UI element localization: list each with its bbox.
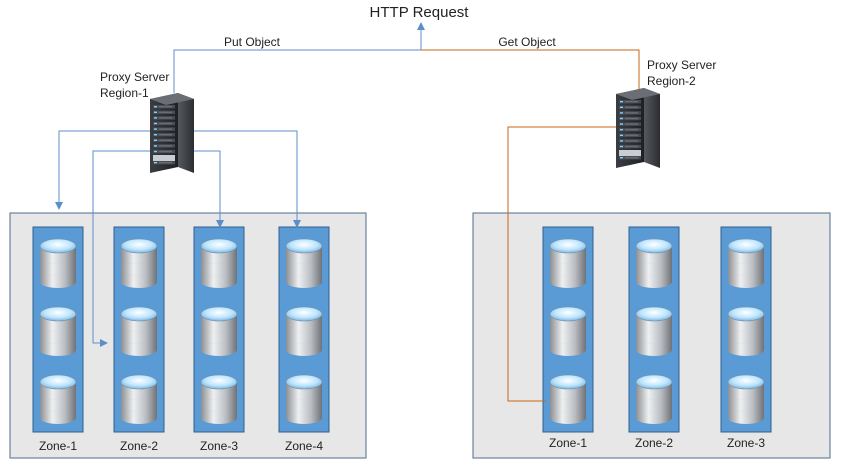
proxy-server-1-icon [150,93,194,173]
storage-disk-icon [285,306,323,356]
put-line-zone-1 [55,130,152,210]
storage-disk-icon [39,238,77,288]
put-object-paths [55,22,425,347]
storage-disk-icon [285,374,323,424]
storage-disk-icon [727,306,765,356]
storage-disk-icon [635,238,673,288]
storage-disk-icon [285,238,323,288]
proxy-1-label-line1: Proxy Server [100,70,169,84]
put-object-label: Put Object [224,35,281,49]
get-line-zone-1 [507,126,617,402]
region-1-zone-1-label: Zone-1 [39,439,77,453]
storage-disk-icon [39,374,77,424]
storage-disk-icon [120,238,158,288]
storage-disk-icon [120,374,158,424]
region-2-zone-3-label: Zone-3 [727,436,765,450]
region-1-zone-3-label: Zone-3 [200,439,238,453]
storage-disk-icon [120,306,158,356]
storage-disk-icon [727,238,765,288]
storage-disk-icon [727,374,765,424]
proxy-server-2-icon [616,88,660,168]
proxy-1-label-line2: Region-1 [100,86,149,100]
storage-disk-icon [200,238,238,288]
storage-disk-icon [549,374,587,424]
put-line-zone-2 [92,150,152,347]
region-1-zone-2-label: Zone-2 [120,439,158,453]
get-object-label: Get Object [498,35,556,49]
put-line-to-http [173,22,425,93]
proxy-2-label-line1: Proxy Server [647,58,716,72]
proxy-2-label-line2: Region-2 [647,74,696,88]
storage-disk-icon [549,238,587,288]
get-object-paths [421,49,640,402]
put-line-zone-3 [194,150,224,228]
storage-disk-icon [635,306,673,356]
storage-disk-icon [549,306,587,356]
storage-disk-icon [200,374,238,424]
put-line-zone-4 [194,130,301,228]
region-1-zone-4-label: Zone-4 [285,439,323,453]
get-line-to-http [421,49,640,92]
region-2-zone-2-label: Zone-2 [635,436,673,450]
diagram-title: HTTP Request [370,4,470,21]
storage-disk-icon [200,306,238,356]
region-2-zone-1-label: Zone-1 [549,436,587,450]
storage-disk-icon [635,374,673,424]
storage-disk-icon [39,306,77,356]
